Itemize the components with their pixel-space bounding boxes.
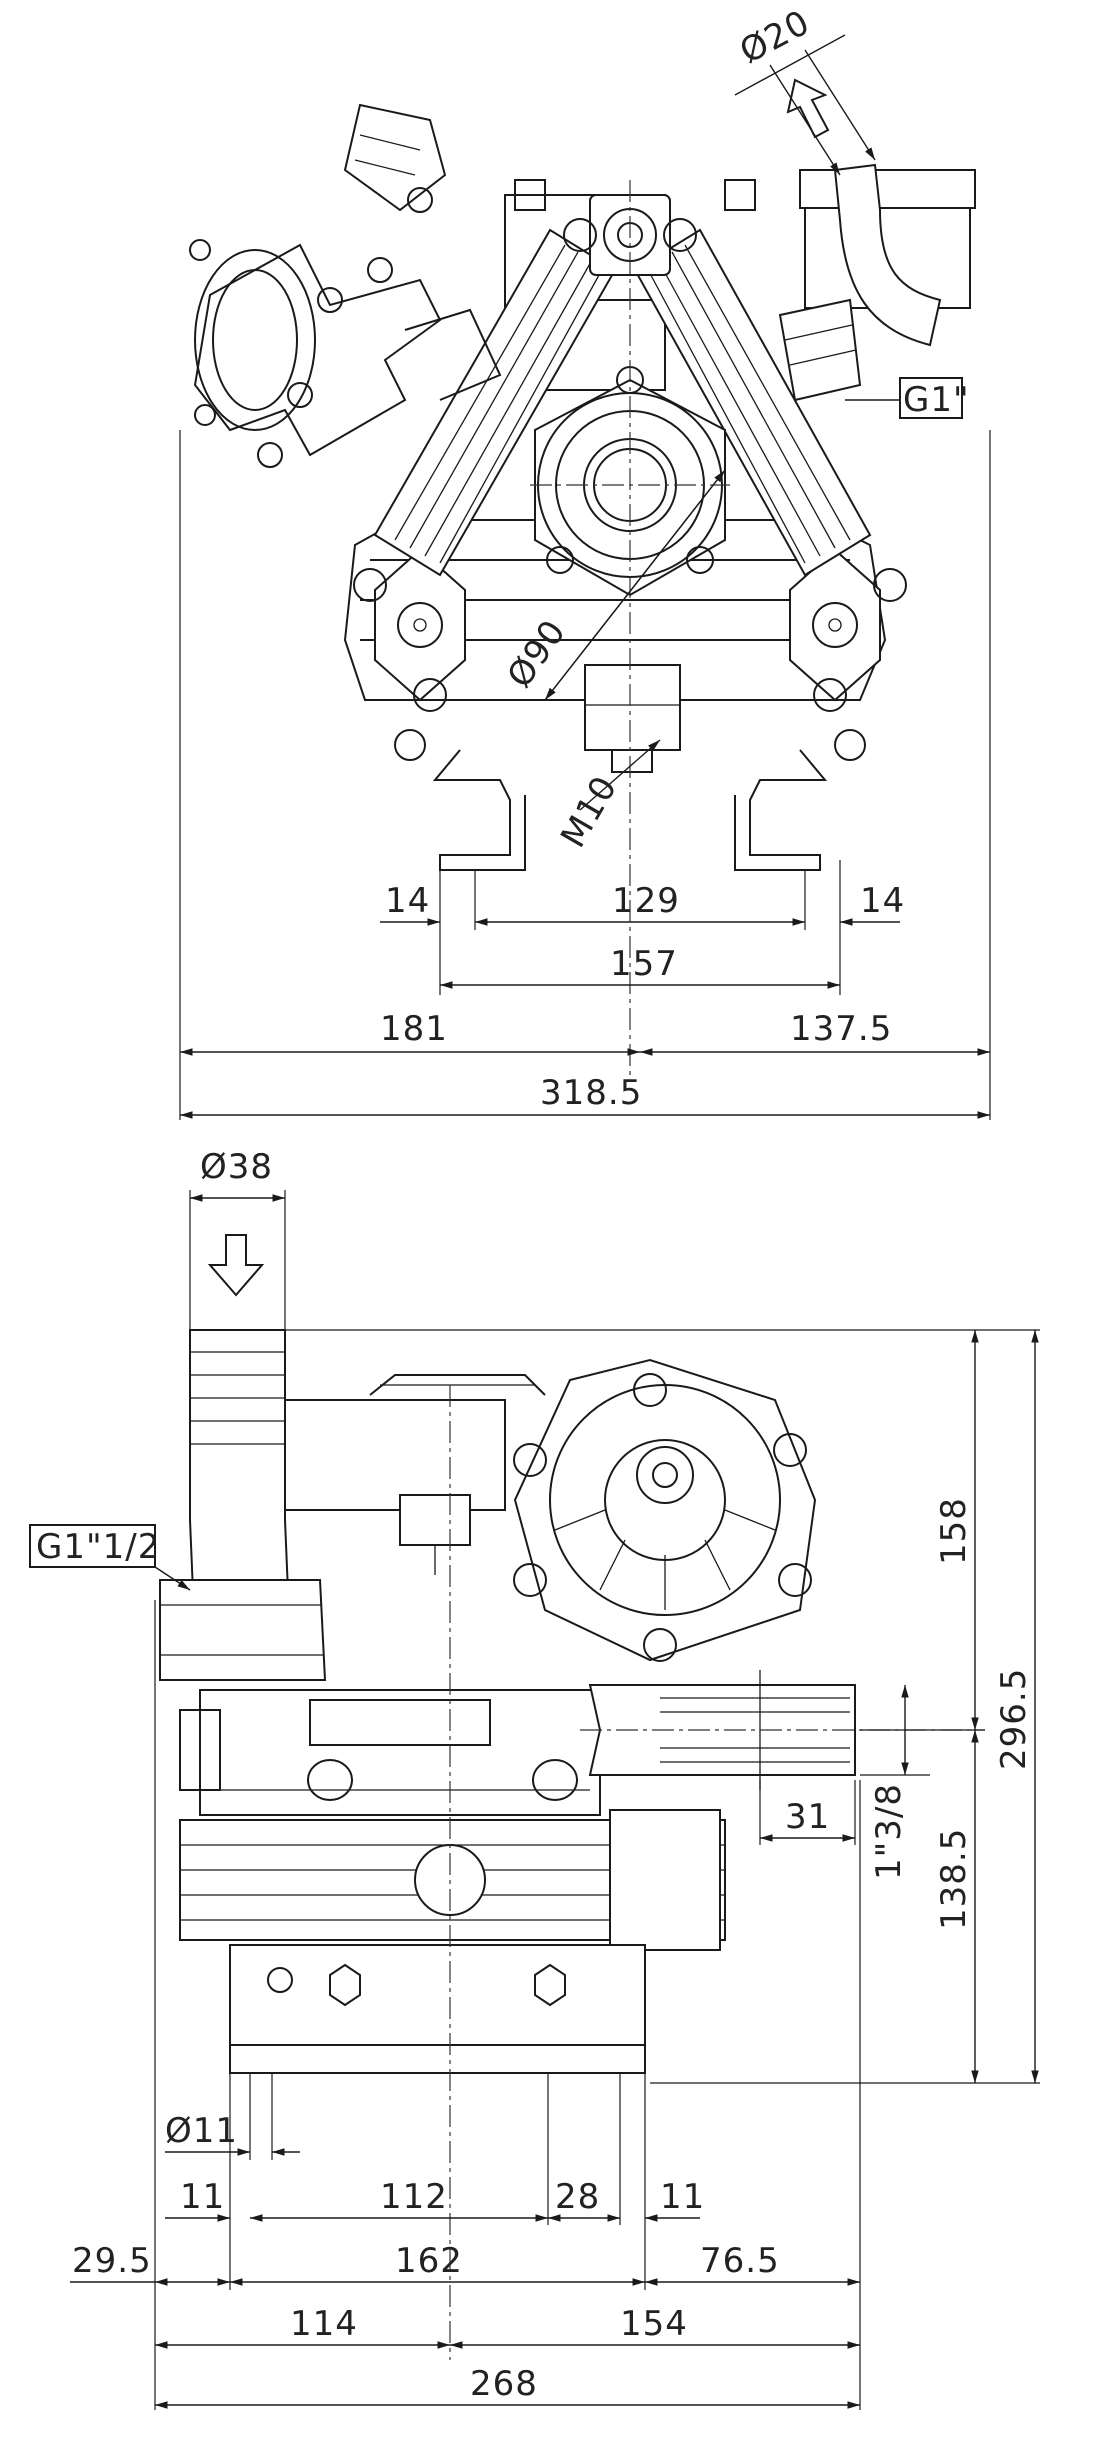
dim-overall-width: 268: [470, 2364, 538, 2404]
side-view-dimensions: 158 138.5 296.5 1"3/8 31 Ø11: [70, 1329, 1040, 2410]
dim-overall-width: 318.5: [540, 1073, 642, 1113]
flow-arrow-down: [207, 1234, 265, 1297]
bore-diameter-label: Ø90: [500, 612, 575, 695]
top-view-unloader-valve: [189, 103, 502, 468]
top-view-centerlines: [530, 180, 730, 1080]
dim-height-lower: 138.5: [934, 1828, 974, 1930]
dim-hole-spacing: 112: [380, 2177, 448, 2217]
outlet-diameter-label: Ø20: [733, 2, 816, 72]
top-view: Ø20 G1" Ø90 M10 14 129 14: [179, 2, 991, 1120]
side-view-finned-cylinders: [179, 1809, 726, 1951]
top-view-outlet-elbow: [778, 163, 976, 402]
side-view-valve-head: [513, 1358, 817, 1662]
dim-foot-spacing: 129: [612, 881, 680, 921]
dim-right-of-center: 137.5: [790, 1009, 892, 1049]
shaft-size-label: 1"3/8: [869, 1783, 909, 1880]
dim-foot-overall: 157: [610, 944, 678, 984]
side-view-inlet-elbow: [159, 1329, 506, 1681]
dim-right-overhang: 76.5: [700, 2241, 780, 2281]
side-view-top-cover: [369, 1374, 546, 1396]
inlet-diameter-label: Ø38: [200, 1147, 273, 1187]
side-view: Ø38 G1"1/2 158 138.5 296.5: [29, 1147, 1040, 2410]
dim-hole-left: 11: [180, 2177, 225, 2217]
side-view-base-plate: [229, 1944, 646, 2074]
side-view-callouts: Ø38 G1"1/2: [29, 1147, 286, 1591]
dim-height-overall: 296.5: [994, 1668, 1034, 1770]
side-view-crankcase: [179, 1689, 601, 1816]
top-view-dimensions: 14 129 14 157 181 137.5 318.5: [179, 430, 991, 1120]
inlet-thread-label: G1"1/2: [36, 1527, 160, 1567]
dim-right-of-center: 154: [620, 2304, 688, 2344]
dim-base-width: 162: [395, 2241, 463, 2281]
outlet-thread-label: G1": [903, 380, 970, 420]
dim-foot-right: 14: [860, 881, 905, 921]
dim-left-to-center: 181: [380, 1009, 448, 1049]
dim-hole-right: 11: [660, 2177, 705, 2217]
dim-foot-left: 14: [385, 881, 430, 921]
dim-shaft-length: 31: [785, 1797, 830, 1837]
bolt-thread-label: M10: [553, 769, 625, 854]
dim-height-upper: 158: [934, 1497, 974, 1565]
dim-left-to-center: 114: [290, 2304, 358, 2344]
top-view-cylinder-arms: [373, 194, 872, 577]
dim-hole-offset: 28: [555, 2177, 600, 2217]
side-view-drive-shaft: [588, 1670, 856, 1790]
dim-left-overhang: 29.5: [72, 2241, 152, 2281]
top-view-mounting-feet: [432, 749, 828, 871]
hole-diameter-label: Ø11: [165, 2111, 238, 2151]
flow-arrow-up: [786, 78, 830, 139]
